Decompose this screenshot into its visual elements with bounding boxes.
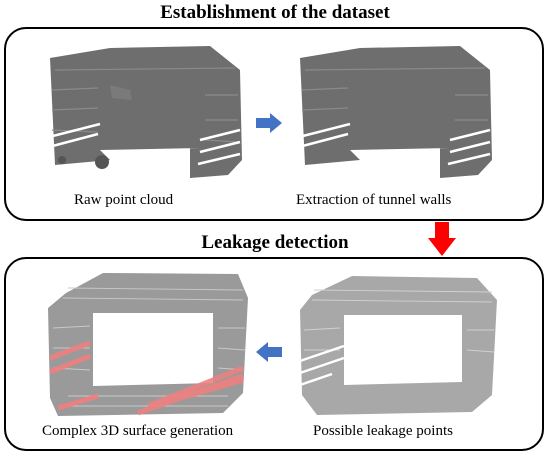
left-flow-arrow-icon (256, 342, 282, 362)
down-transition-arrow-icon (428, 222, 456, 256)
raw-point-cloud-image (44, 46, 242, 178)
right-flow-arrow-icon (256, 113, 282, 133)
raw-point-cloud-caption: Raw point cloud (74, 192, 174, 208)
tunnel-walls-image (294, 46, 492, 178)
leakage-points-image (296, 276, 497, 415)
bottom-section-title: Leakage detection (201, 232, 349, 253)
leakage-points-caption: Possible leakage points (313, 423, 453, 439)
3d-surface-caption: Complex 3D surface generation (42, 423, 234, 439)
top-section-panel (4, 27, 544, 221)
bottom-section-panel (4, 257, 544, 451)
top-section-title: Establishment of the dataset (160, 2, 390, 23)
tunnel-walls-caption: Extraction of tunnel walls (296, 192, 452, 208)
3d-surface-image (48, 273, 248, 416)
